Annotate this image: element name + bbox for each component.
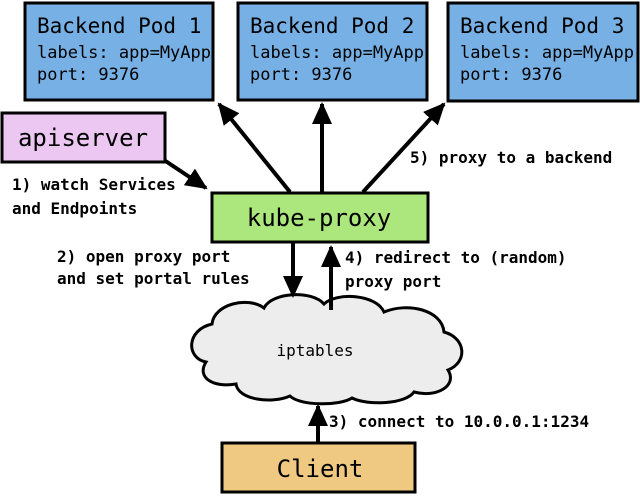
client-node: Client: [220, 441, 417, 494]
backend-pod-1-port: port: 9376: [37, 65, 139, 85]
step-5-line-1: 5) proxy to a backend: [410, 148, 612, 167]
backend-pod-1-labels: labels: app=MyApp: [37, 43, 211, 63]
backend-pod-3-labels: labels: app=MyApp: [460, 43, 634, 63]
kube-proxy-node: kube-proxy: [210, 191, 430, 244]
iptables-cloud: iptables: [190, 293, 464, 406]
step-3-line-1: 3) connect to 10.0.0.1:1234: [329, 412, 589, 431]
step-2-annotation: 2) open proxy port and set portal rules: [57, 247, 250, 288]
step-2-line-2: and set portal rules: [57, 269, 250, 288]
step-5-annotation: 5) proxy to a backend: [410, 148, 612, 167]
step-1-line-2: and Endpoints: [12, 199, 137, 218]
kube-proxy-box: [210, 191, 430, 244]
step-2-line-1: 2) open proxy port: [57, 247, 230, 266]
step-1-annotation: 1) watch Services and Endpoints: [12, 175, 176, 218]
backend-pod-2-labels: labels: app=MyApp: [250, 43, 424, 63]
client-box: [220, 441, 417, 494]
backend-pod-1: Backend Pod 1 labels: app=MyApp port: 93…: [23, 1, 215, 102]
step-4-line-2: proxy port: [345, 272, 441, 291]
step-4-annotation: 4) redirect to (random) proxy port: [345, 248, 567, 291]
backend-pod-3-box: [446, 1, 640, 103]
backend-pod-1-box: [23, 1, 215, 102]
step-1-line-1: 1) watch Services: [12, 175, 176, 194]
iptables-label: iptables: [276, 341, 353, 360]
apiserver-node: apiserver: [0, 111, 167, 164]
cloud-shape: [190, 293, 464, 406]
client-label: Client: [277, 455, 364, 483]
arrow-kube-proxy-to-pod3: [361, 102, 446, 194]
arrow-kube-proxy-to-pod1: [217, 102, 292, 194]
step-4-line-1: 4) redirect to (random): [345, 248, 567, 267]
backend-pod-3-port: port: 9376: [460, 65, 562, 85]
apiserver-box: [0, 111, 167, 164]
backend-pod-2-box: [236, 1, 429, 102]
backend-pod-2-title: Backend Pod 2: [250, 14, 414, 38]
step-3-annotation: 3) connect to 10.0.0.1:1234: [329, 412, 589, 431]
backend-pod-2: Backend Pod 2 labels: app=MyApp port: 93…: [236, 1, 429, 102]
backend-pod-3: Backend Pod 3 labels: app=MyApp port: 93…: [446, 1, 640, 103]
backend-pod-1-title: Backend Pod 1: [37, 14, 201, 38]
apiserver-label: apiserver: [18, 124, 148, 152]
backend-pod-2-port: port: 9376: [250, 65, 352, 85]
backend-pod-3-title: Backend Pod 3: [460, 14, 624, 38]
kube-proxy-label: kube-proxy: [247, 204, 392, 232]
